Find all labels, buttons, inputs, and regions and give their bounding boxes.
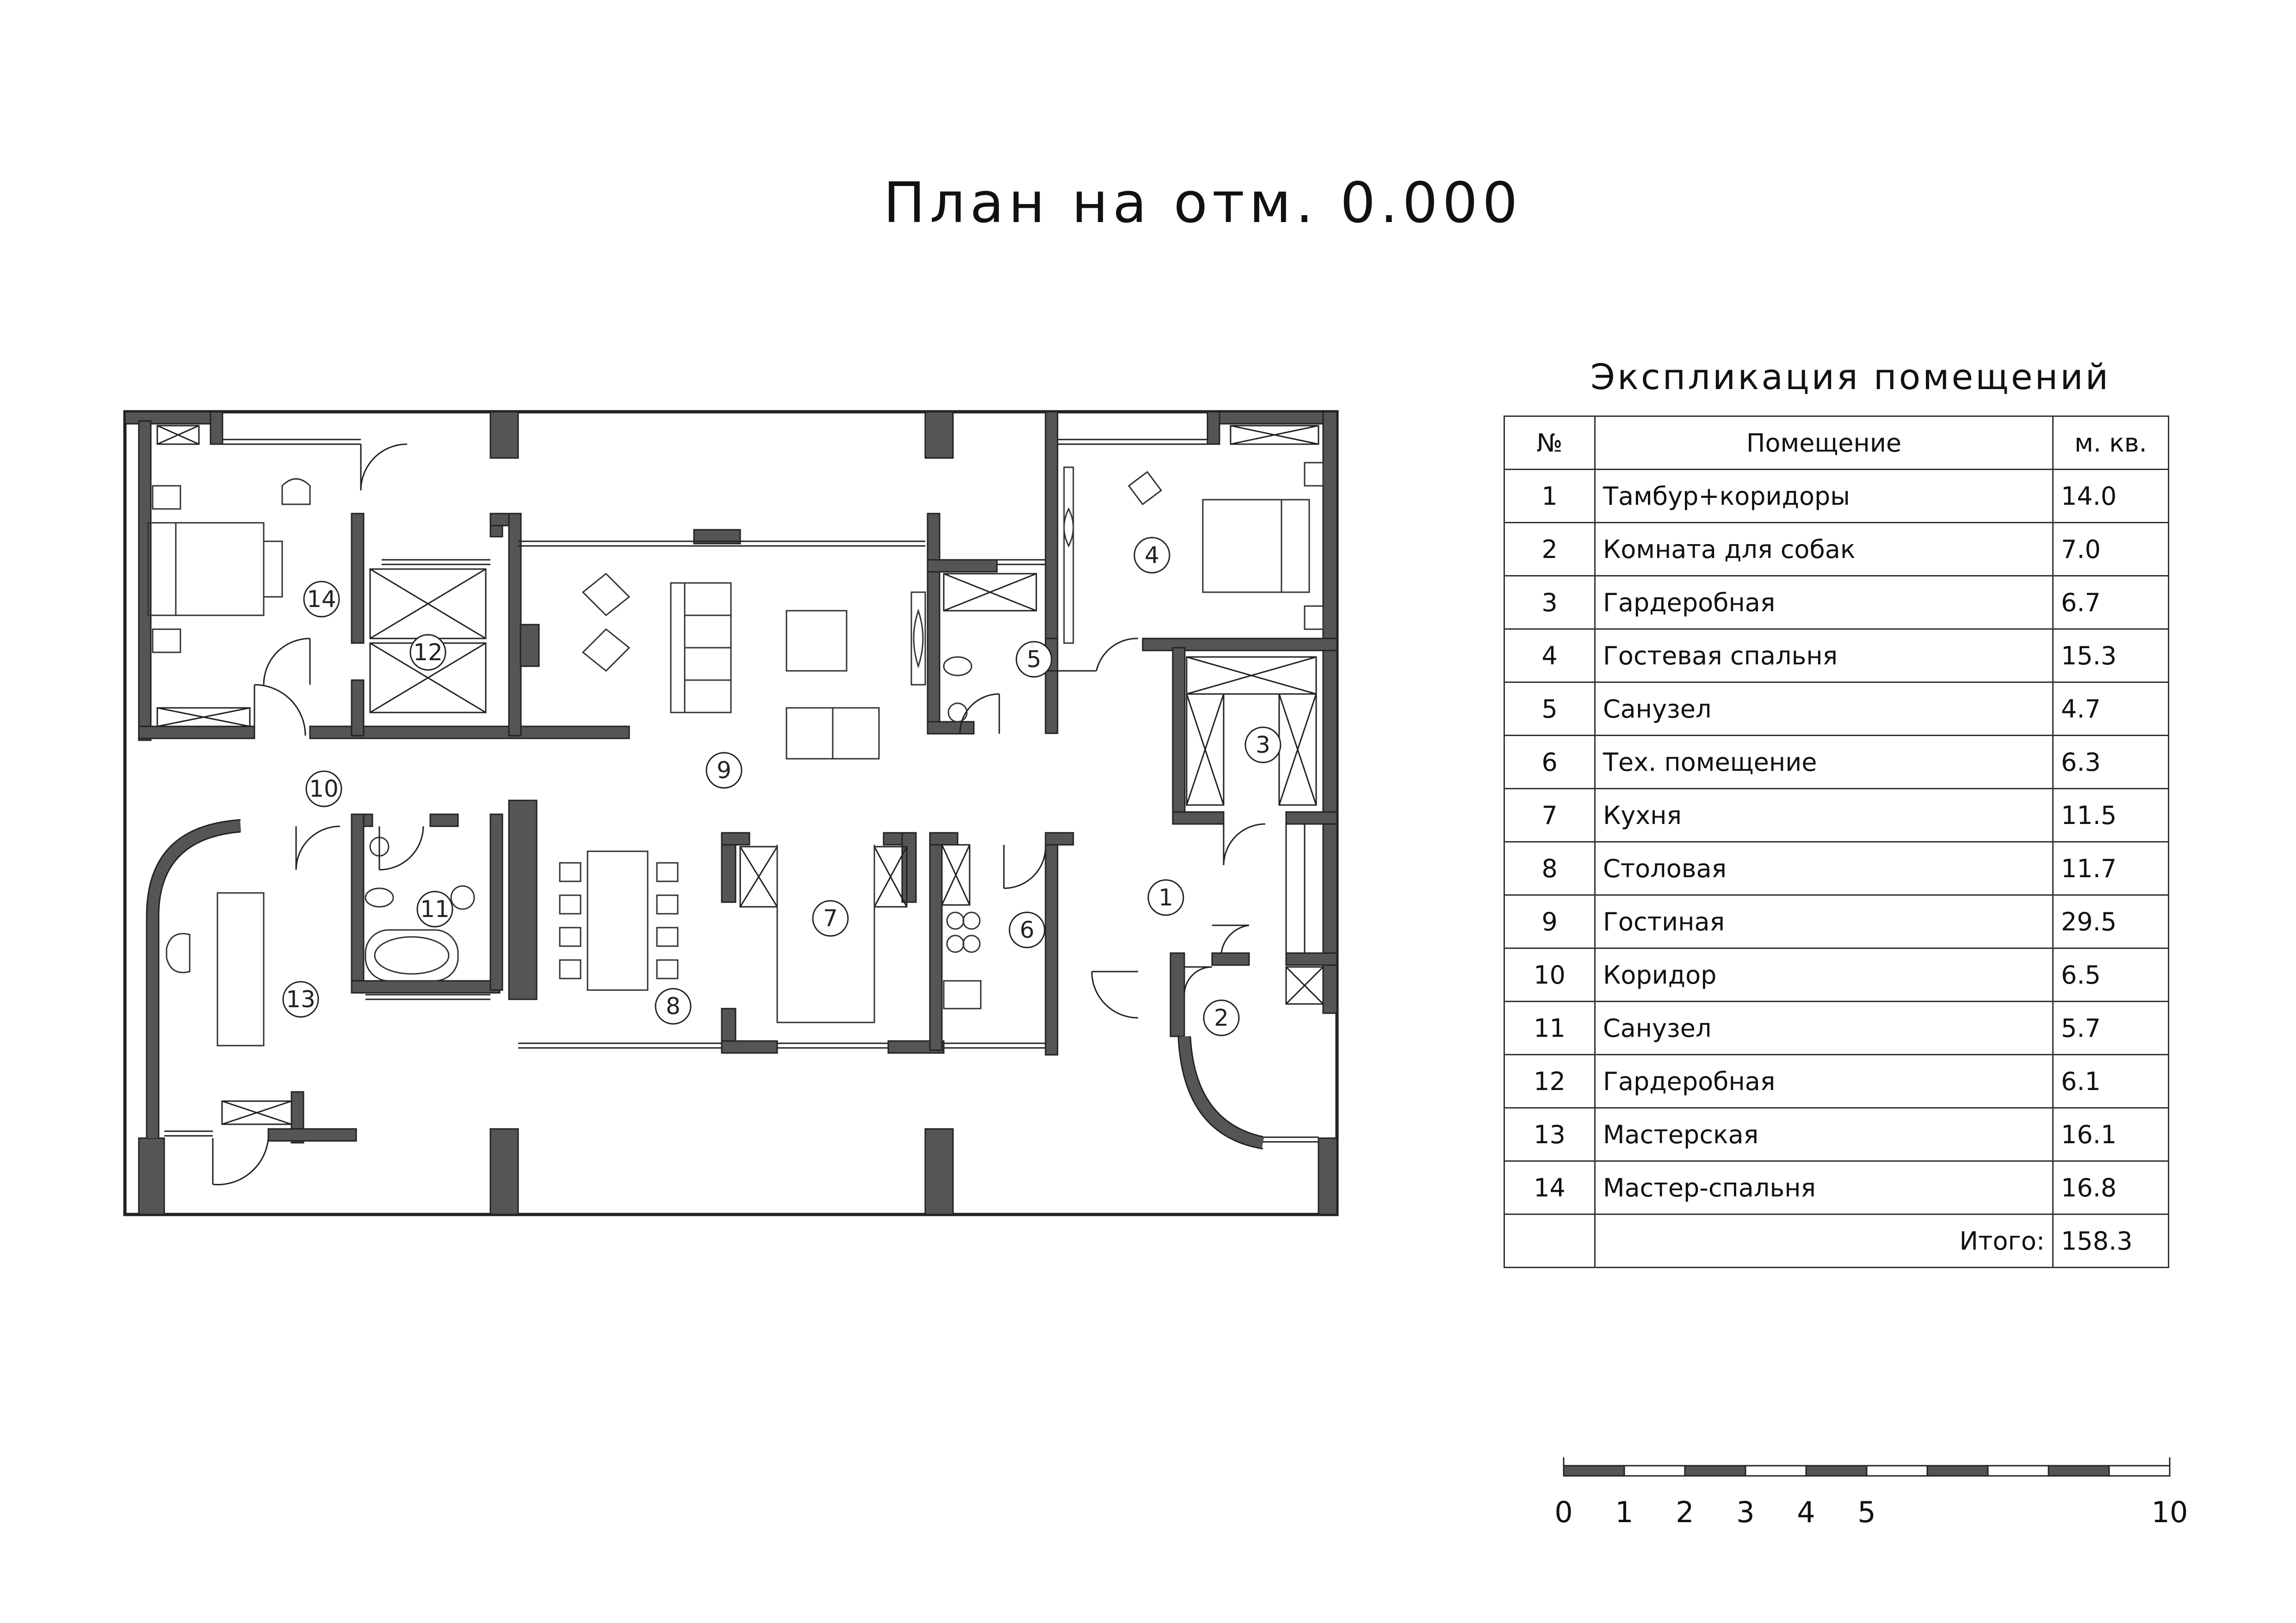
row-area: 6.5: [2052, 948, 2169, 1002]
row-number: 13: [1504, 1107, 1596, 1162]
row-area: 14.0: [2052, 469, 2169, 523]
row-number: 2: [1504, 522, 1596, 576]
row-room: Мастерская: [1594, 1107, 2054, 1162]
doors: [212, 443, 1306, 1185]
room-label-8: 8: [666, 993, 681, 1020]
table-total-row: Итого: 158.3: [1504, 1214, 2169, 1268]
total-empty-cell: [1504, 1214, 1596, 1268]
scale-tick-label: 2: [1676, 1495, 1694, 1529]
page-title: План на отм. 0.000: [883, 171, 1522, 235]
row-number: 5: [1504, 681, 1596, 736]
row-room: Тамбур+коридоры: [1594, 469, 2054, 523]
total-label: Итого:: [1594, 1214, 2054, 1268]
row-number: 3: [1504, 575, 1596, 630]
windows: [164, 439, 1318, 1143]
header-room: Помещение: [1594, 415, 2054, 470]
row-room: Санузел: [1594, 1001, 2054, 1055]
scale-tick-label: 1: [1615, 1495, 1633, 1529]
row-room: Коридор: [1594, 948, 2054, 1002]
row-room: Санузел: [1594, 681, 2054, 736]
row-number: 12: [1504, 1054, 1596, 1109]
row-number: 9: [1504, 894, 1596, 949]
room-label-2: 2: [1214, 1004, 1229, 1031]
room-label-4: 4: [1145, 542, 1159, 569]
room-label-9: 9: [717, 757, 731, 784]
room-label-5: 5: [1027, 646, 1041, 673]
row-area: 4.7: [2052, 681, 2169, 736]
row-area: 15.3: [2052, 628, 2169, 683]
room-label-14: 14: [307, 586, 336, 613]
furniture: [147, 462, 1324, 1047]
row-area: 5.7: [2052, 1001, 2169, 1055]
row-area: 16.1: [2052, 1107, 2169, 1162]
row-number: 6: [1504, 735, 1596, 789]
row-number: 14: [1504, 1160, 1596, 1215]
row-room: Кухня: [1594, 788, 2054, 842]
row-number: 8: [1504, 841, 1596, 896]
walls: [124, 411, 1338, 1215]
room-label-10: 10: [309, 775, 339, 802]
scale-tick-label: 5: [1857, 1495, 1875, 1529]
row-room: Гостевая спальня: [1594, 628, 2054, 683]
row-area: 11.7: [2052, 841, 2169, 896]
room-label-6: 6: [1020, 917, 1034, 943]
row-area: 11.5: [2052, 788, 2169, 842]
row-room: Комната для собак: [1594, 522, 2054, 576]
table-header-row: № Помещение м. кв.: [1504, 415, 2169, 470]
row-area: 29.5: [2052, 894, 2169, 949]
scale-bar: 0 1 2 3 4 5 10: [1554, 1457, 2188, 1529]
room-label-7: 7: [823, 905, 838, 932]
row-room: Гардеробная: [1594, 1054, 2054, 1109]
row-room: Гостиная: [1594, 894, 2054, 949]
row-room: Столовая: [1594, 841, 2054, 896]
row-number: 7: [1504, 788, 1596, 842]
room-label-3: 3: [1256, 731, 1270, 758]
room-label-11: 11: [420, 896, 450, 923]
row-room: Гардеробная: [1594, 575, 2054, 630]
row-area: 6.7: [2052, 575, 2169, 630]
row-number: 4: [1504, 628, 1596, 683]
room-label-1: 1: [1158, 884, 1173, 911]
header-area: м. кв.: [2052, 415, 2169, 470]
room-label-13: 13: [286, 986, 316, 1013]
scale-tick-label: 0: [1554, 1495, 1572, 1529]
row-area: 6.3: [2052, 735, 2169, 789]
row-number: 10: [1504, 948, 1596, 1002]
room-label-12: 12: [413, 639, 443, 666]
scale-tick-label: 4: [1797, 1495, 1815, 1529]
row-area: 16.8: [2052, 1160, 2169, 1215]
floor-plan: 1 2 3 4 5 6 7 8 9 10 11 12 13 14: [123, 410, 1339, 1216]
header-number: №: [1504, 415, 1596, 470]
scale-tick-label: 3: [1736, 1495, 1754, 1529]
row-room: Мастер-спальня: [1594, 1160, 2054, 1215]
wardrobes: [156, 425, 1324, 1125]
total-value: 158.3: [2052, 1214, 2169, 1268]
row-number: 1: [1504, 469, 1596, 523]
scale-tick-label: 10: [2152, 1495, 2188, 1529]
row-area: 6.1: [2052, 1054, 2169, 1109]
explication-title: Экспликация помещений: [1590, 356, 2110, 397]
row-number: 11: [1504, 1001, 1596, 1055]
curved-walls: [147, 820, 1264, 1149]
room-markers: [282, 537, 1281, 1036]
row-room: Тех. помещение: [1594, 735, 2054, 789]
row-area: 7.0: [2052, 522, 2169, 576]
